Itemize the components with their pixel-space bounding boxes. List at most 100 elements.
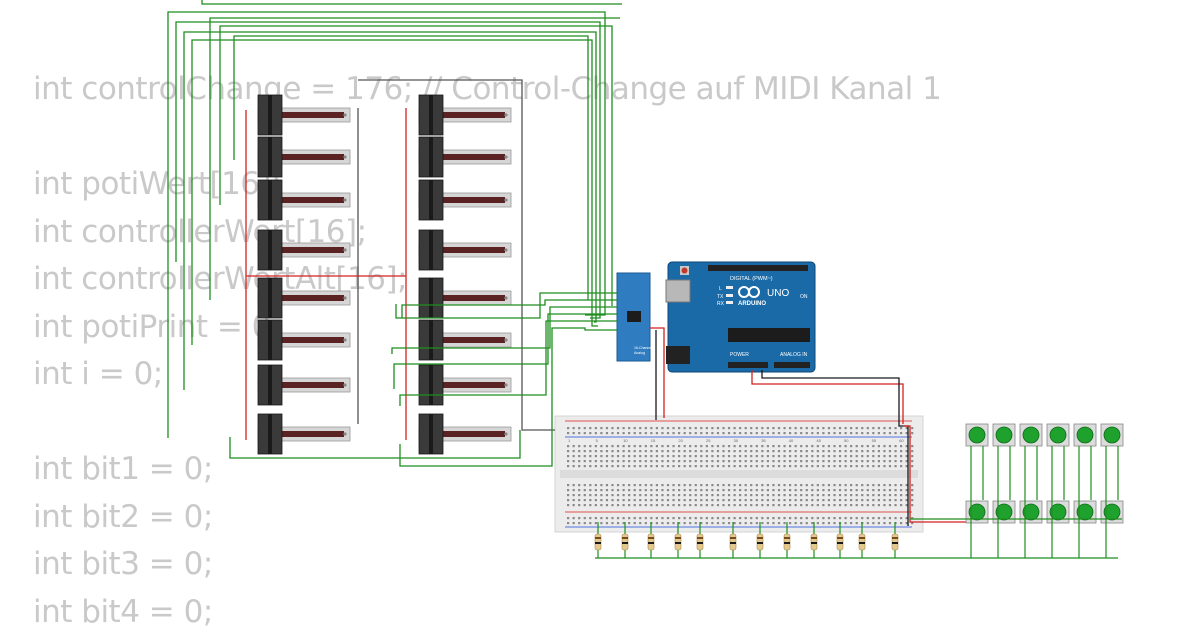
breadboard-hole [889, 499, 891, 501]
breadboard-hole [867, 522, 869, 524]
breadboard-hole [783, 489, 785, 491]
breadboard-hole [778, 484, 780, 486]
breadboard-hole [706, 450, 708, 452]
breadboard-hole [695, 517, 697, 519]
breadboard-hole [861, 432, 863, 434]
breadboard-hole [578, 445, 580, 447]
pushbutton-group [910, 424, 1123, 558]
breadboard-hole [889, 432, 891, 434]
breadboard-hole [767, 450, 769, 452]
breadboard-hole [678, 455, 680, 457]
breadboard-hole [900, 494, 902, 496]
breadboard-hole [634, 460, 636, 462]
breadboard-hole [867, 455, 869, 457]
breadboard-hole [706, 504, 708, 506]
rx-led-label: RX [717, 301, 725, 307]
breadboard-hole [800, 499, 802, 501]
breadboard-hole [767, 432, 769, 434]
breadboard-hole [689, 427, 691, 429]
pushbutton-cap [1104, 427, 1120, 443]
breadboard-hole [828, 450, 830, 452]
breadboard-hole [900, 517, 902, 519]
breadboard-hole [573, 522, 575, 524]
breadboard-hole [589, 432, 591, 434]
pushbutton [1020, 501, 1042, 523]
breadboard-hole [739, 517, 741, 519]
breadboard-hole [861, 455, 863, 457]
breadboard-hole [611, 484, 613, 486]
breadboard-hole [578, 522, 580, 524]
breadboard-hole [639, 432, 641, 434]
breadboard-hole [661, 432, 663, 434]
breadboard-hole [667, 427, 669, 429]
breadboard-hole [761, 489, 763, 491]
breadboard-hole [656, 504, 658, 506]
breadboard-hole [684, 484, 686, 486]
breadboard-hole [845, 445, 847, 447]
breadboard-hole [650, 484, 652, 486]
breadboard-hole [900, 445, 902, 447]
breadboard-hole [856, 499, 858, 501]
breadboard-hole [595, 445, 597, 447]
breadboard-column-number: 25 [706, 438, 711, 443]
breadboard-hole [656, 484, 658, 486]
pushbutton [1047, 501, 1069, 523]
breadboard-hole [789, 460, 791, 462]
resistor-band [595, 542, 601, 544]
pot-knob-line [268, 414, 272, 454]
breadboard-hole [706, 445, 708, 447]
breadboard-hole [833, 460, 835, 462]
resistor-band [622, 537, 628, 539]
breadboard-hole [783, 499, 785, 501]
breadboard-hole [745, 522, 747, 524]
breadboard-hole [611, 522, 613, 524]
pot-knob-line [429, 137, 433, 177]
breadboard-hole [817, 465, 819, 467]
breadboard-hole [634, 504, 636, 506]
breadboard-hole [883, 499, 885, 501]
pot-pin [343, 338, 346, 341]
breadboard-hole [817, 499, 819, 501]
breadboard-hole [839, 455, 841, 457]
breadboard-hole [645, 450, 647, 452]
slide-potentiometer [258, 137, 350, 177]
breadboard-hole [634, 455, 636, 457]
breadboard-hole [567, 504, 569, 506]
breadboard-hole [778, 499, 780, 501]
breadboard-hole [833, 484, 835, 486]
breadboard-hole [789, 522, 791, 524]
wire [234, 36, 588, 300]
breadboard-hole [672, 499, 674, 501]
analog-label: ANALOG IN [780, 352, 808, 358]
breadboard-hole [828, 455, 830, 457]
breadboard-hole [811, 450, 813, 452]
breadboard-hole [623, 504, 625, 506]
pot-track [282, 154, 344, 160]
breadboard-hole [711, 499, 713, 501]
breadboard-hole [706, 427, 708, 429]
breadboard-hole [667, 465, 669, 467]
slide-potentiometer [419, 137, 511, 177]
breadboard-hole [667, 484, 669, 486]
breadboard-hole [789, 499, 791, 501]
breadboard-hole [745, 427, 747, 429]
breadboard-hole [600, 432, 602, 434]
breadboard-hole [684, 489, 686, 491]
breadboard-hole [767, 499, 769, 501]
breadboard-hole [850, 455, 852, 457]
breadboard-hole [850, 450, 852, 452]
breadboard-hole [584, 450, 586, 452]
pot-track [443, 337, 505, 343]
breadboard-hole [822, 489, 824, 491]
breadboard-hole [867, 517, 869, 519]
breadboard-hole [795, 445, 797, 447]
breadboard-hole [684, 460, 686, 462]
power-jack [666, 346, 690, 364]
breadboard-hole [600, 517, 602, 519]
breadboard-hole [783, 484, 785, 486]
breadboard-hole [856, 432, 858, 434]
pot-pin [504, 383, 507, 386]
breadboard-hole [878, 489, 880, 491]
pot-pin [343, 113, 346, 116]
breadboard-hole [839, 517, 841, 519]
